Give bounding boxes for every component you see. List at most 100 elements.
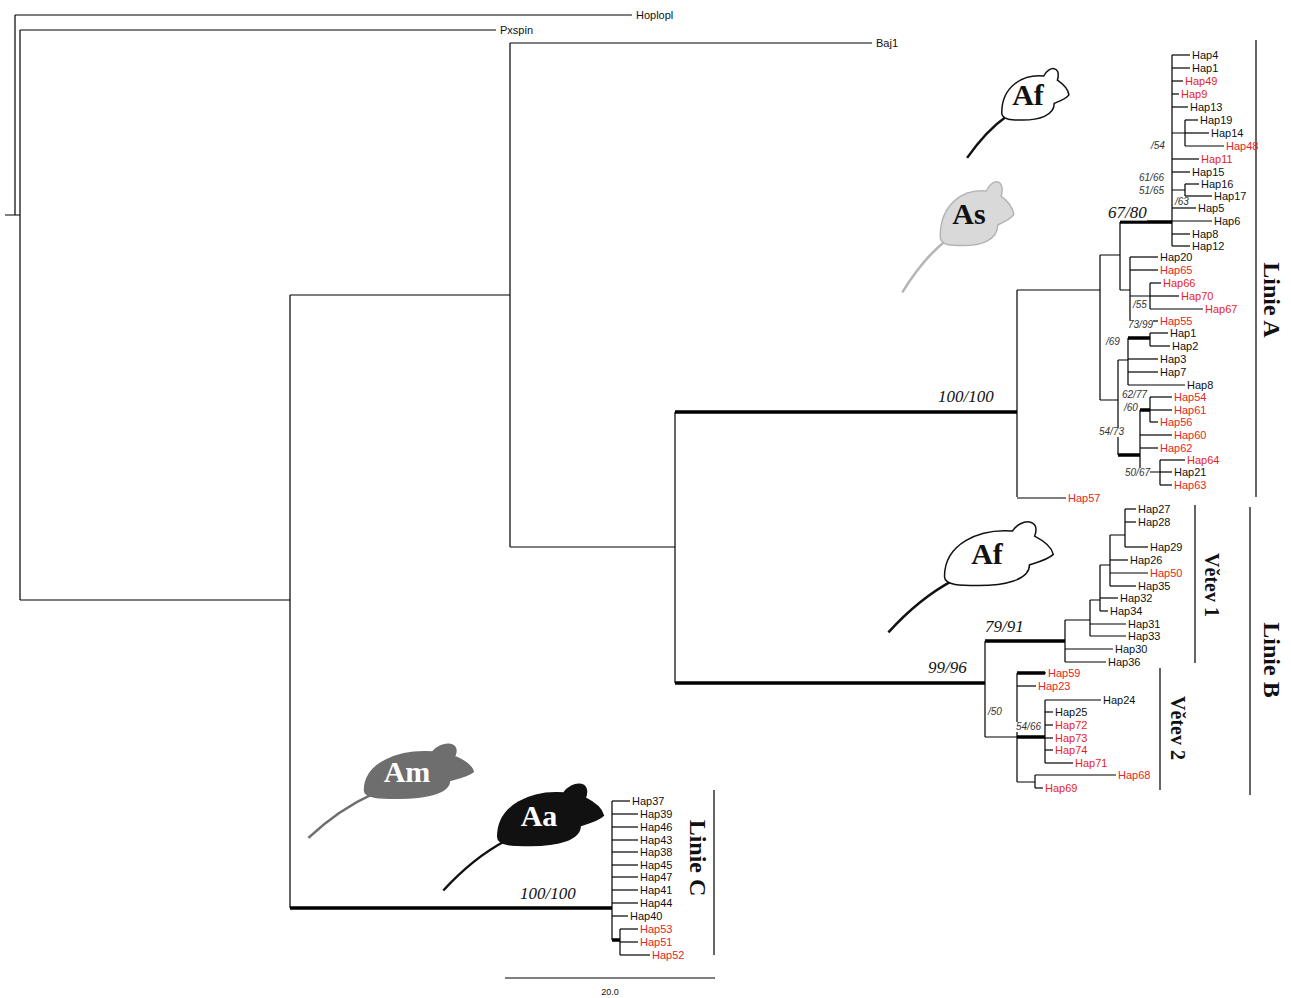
taxon-label: Hap4 [1192, 50, 1218, 61]
leaf-branch [1150, 396, 1172, 397]
leaf-branch [1128, 384, 1185, 385]
support-value: /50 [988, 707, 1002, 717]
taxon-label: Hap34 [1110, 606, 1142, 617]
outgroup-label: Baj1 [876, 38, 898, 49]
taxon-label: Hap35 [1138, 581, 1170, 592]
clade-label: Linie B [1260, 622, 1284, 697]
support-value: 100/100 [520, 885, 576, 902]
support-value: 62/77 [1122, 390, 1147, 400]
taxon-label: Hap69 [1045, 783, 1077, 794]
support-value: 51/65 [1139, 186, 1164, 196]
leaf-branch [1017, 685, 1036, 686]
support-value: 54/73 [1099, 427, 1124, 437]
leaf-branch [1172, 54, 1190, 55]
clade-label: Větev 2 [1168, 696, 1188, 760]
leaf-branch [1172, 245, 1190, 246]
taxon-label: Hap31 [1128, 619, 1160, 630]
taxon-label: Hap63 [1174, 480, 1206, 491]
leaf-branch [1035, 787, 1043, 788]
leaf-branch [612, 800, 630, 801]
taxon-label: Hap8 [1192, 229, 1218, 240]
leaf-branch [1185, 145, 1224, 146]
taxon-label: Hap70 [1181, 291, 1213, 302]
taxon-label: Hap30 [1115, 644, 1147, 655]
leaf-branch [612, 876, 638, 877]
mouse-shape [885, 505, 1055, 635]
leaf-branch [1172, 106, 1188, 107]
taxon-label: Hap38 [640, 847, 672, 858]
taxon-label: Hap48 [1226, 141, 1258, 152]
leaf-branch [1100, 597, 1118, 598]
species-label: Aa [521, 801, 558, 831]
leaf-branch [1150, 295, 1179, 296]
leaf-branch [1150, 282, 1161, 283]
leaf-branch [620, 954, 650, 955]
taxon-label: Hap39 [640, 809, 672, 820]
taxon-label: Hap73 [1055, 733, 1087, 744]
leaf-branch [612, 826, 638, 827]
taxon-label: Hap28 [1138, 517, 1170, 528]
leaf-branch [612, 864, 638, 865]
leaf-branch [1160, 459, 1185, 460]
taxon-label: Hap32 [1120, 593, 1152, 604]
taxon-label: Hap11 [1201, 154, 1233, 165]
leaf-branch [1045, 711, 1053, 712]
mouse-shape [440, 768, 605, 893]
leaf-branch [1125, 508, 1136, 509]
leaf-branch [1090, 635, 1126, 636]
support-value: 100/100 [938, 388, 994, 405]
leaf-branch [620, 928, 638, 929]
taxon-label: Hap54 [1174, 392, 1206, 403]
taxon-label: Hap6 [1214, 216, 1240, 227]
taxon-label: Hap3 [1160, 354, 1186, 365]
leaf-branch [612, 839, 638, 840]
taxon-label: Hap29 [1150, 542, 1182, 553]
taxon-label: Hap65 [1160, 265, 1192, 276]
species-label: Am [384, 757, 431, 787]
leaf-branch [1110, 559, 1128, 560]
taxon-label: Hap36 [1108, 657, 1140, 668]
leaf-branch [1128, 371, 1158, 372]
clade-label: Linie A [1260, 262, 1284, 337]
taxon-label: Hap52 [652, 950, 684, 961]
leaf-branch [1172, 171, 1190, 172]
support-value: 67/80 [1108, 204, 1147, 221]
leaf-branch [1150, 332, 1168, 333]
outgroup-label: Pxspin [500, 25, 533, 36]
leaf-branch [1185, 183, 1199, 184]
leaf-branch [1045, 724, 1053, 725]
taxon-label: Hap55 [1160, 316, 1192, 327]
leaf-branch [612, 915, 628, 916]
clade-label: Větev 1 [1202, 553, 1222, 617]
support-value: /55 [1133, 300, 1147, 310]
leaf-branch [1172, 80, 1183, 81]
taxon-label: Hap14 [1211, 128, 1243, 139]
support-value: /60 [1124, 403, 1138, 413]
leaf-branch [1172, 158, 1199, 159]
leaf-branch [1110, 572, 1148, 573]
taxon-label: Hap50 [1150, 568, 1182, 579]
taxon-label: Hap64 [1187, 455, 1219, 466]
taxon-label: Hap19 [1200, 115, 1232, 126]
leaf-branch [1035, 774, 1116, 775]
taxon-label: Hap45 [640, 860, 672, 871]
support-value: 54/66 [1016, 722, 1041, 732]
taxon-label: Hap13 [1190, 102, 1222, 113]
taxon-label: Hap53 [640, 924, 672, 935]
taxon-label: Hap1 [1192, 63, 1218, 74]
leaf-branch [620, 941, 638, 942]
leaf-branch [1100, 610, 1108, 611]
leaf-branch [1045, 699, 1101, 700]
leaf-branch [1140, 447, 1158, 448]
taxon-label: Hap47 [640, 872, 672, 883]
leaf-branch [1172, 207, 1196, 208]
taxon-label: Hap71 [1075, 758, 1107, 769]
taxon-label: Hap61 [1174, 405, 1206, 416]
taxon-label: Hap8 [1187, 380, 1213, 391]
taxon-label: Hap27 [1138, 504, 1170, 515]
leaf-branch [612, 851, 638, 852]
leaf-branch [1065, 661, 1106, 662]
taxon-label: Hap43 [640, 835, 672, 846]
taxon-label: Hap74 [1055, 745, 1087, 756]
support-value: 79/91 [985, 618, 1024, 635]
